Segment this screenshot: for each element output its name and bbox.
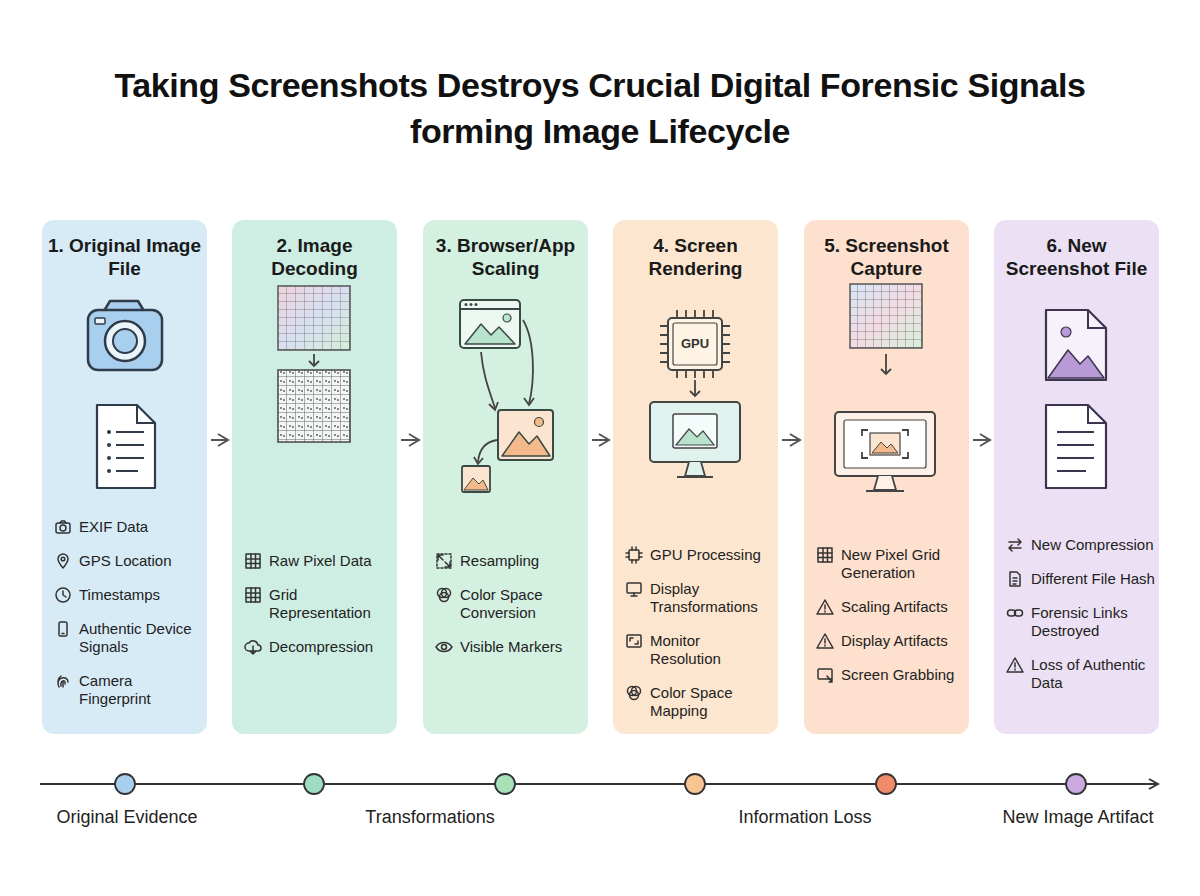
item-text: Color Space Conversion <box>460 586 584 622</box>
list-item: Camera Fingerprint <box>54 672 203 708</box>
item-icon <box>625 684 643 702</box>
timeline-label: Information Loss <box>738 806 871 828</box>
list-item: Grid Representation <box>244 586 393 622</box>
flow-arrow <box>782 439 800 441</box>
item-text: Loss of Authentic Data <box>1031 656 1155 692</box>
item-icon <box>54 586 72 604</box>
item-text: Raw Pixel Data <box>269 552 372 570</box>
stage-heading: 1. Original Image File <box>46 234 203 280</box>
timeline-label: New Image Artifact <box>1002 806 1153 828</box>
list-item: Forensic Links Destroyed <box>1006 604 1155 640</box>
item-icon <box>1006 570 1024 588</box>
list-item: Display Transformations <box>625 580 774 616</box>
item-text: Grid Representation <box>269 586 393 622</box>
list-item: Color Space Mapping <box>625 684 774 720</box>
item-text: Screen Grabbing <box>841 666 954 684</box>
stage-box: 3. Browser/App ScalingResamplingColor Sp… <box>423 220 588 734</box>
item-text: GPS Location <box>79 552 172 570</box>
item-text: EXIF Data <box>79 518 148 536</box>
item-icon <box>625 580 643 598</box>
flow-arrow <box>401 439 419 441</box>
chip-label: GPU <box>668 318 722 370</box>
item-icon <box>244 638 262 656</box>
item-text: Display Artifacts <box>841 632 948 650</box>
list-item: EXIF Data <box>54 518 203 536</box>
stage-box: 5. Screenshot CaptureNew Pixel Grid Gene… <box>804 220 969 734</box>
item-icon <box>1006 656 1024 674</box>
item-icon <box>435 586 453 604</box>
stage-heading: 6. New Screenshot File <box>998 234 1155 280</box>
stage-box: 6. New Screenshot FileNew CompressionDif… <box>994 220 1159 734</box>
item-icon <box>54 672 72 690</box>
list-item: Monitor Resolution <box>625 632 774 668</box>
item-text: Timestamps <box>79 586 160 604</box>
list-item: Display Artifacts <box>816 632 965 650</box>
item-text: Camera Fingerprint <box>79 672 203 708</box>
item-icon <box>54 620 72 638</box>
item-text: Different File Hash <box>1031 570 1155 588</box>
list-item: Authentic Device Signals <box>54 620 203 656</box>
item-icon <box>435 638 453 656</box>
timeline-label: Original Evidence <box>56 806 197 828</box>
item-text: New Pixel Grid Generation <box>841 546 965 582</box>
list-item: GPU Processing <box>625 546 774 564</box>
item-text: Monitor Resolution <box>650 632 774 668</box>
list-item: Color Space Conversion <box>435 586 584 622</box>
item-icon <box>244 586 262 604</box>
item-text: Color Space Mapping <box>650 684 774 720</box>
stage-box: 1. Original Image FileEXIF DataGPS Locat… <box>42 220 207 734</box>
item-text: Display Transformations <box>650 580 774 616</box>
list-item: Loss of Authentic Data <box>1006 656 1155 692</box>
item-icon <box>54 518 72 536</box>
item-icon <box>435 552 453 570</box>
list-item: Timestamps <box>54 586 203 604</box>
list-item: Resampling <box>435 552 584 570</box>
list-item: GPS Location <box>54 552 203 570</box>
list-item: Screen Grabbing <box>816 666 965 684</box>
camera-document-icon <box>42 280 207 520</box>
stage-box: 2. Image DecodingRaw Pixel DataGrid Repr… <box>232 220 397 734</box>
item-text: Forensic Links Destroyed <box>1031 604 1155 640</box>
item-icon <box>625 632 643 650</box>
item-text: Authentic Device Signals <box>79 620 203 656</box>
new-file-icon <box>994 280 1159 520</box>
stage-heading: 4. Screen Rendering <box>617 234 774 280</box>
list-item: Different File Hash <box>1006 570 1155 588</box>
pixel-grid-icon <box>232 280 397 520</box>
flow-arrow <box>973 439 990 441</box>
list-item: Raw Pixel Data <box>244 552 393 570</box>
item-icon <box>625 546 643 564</box>
item-icon <box>816 546 834 564</box>
list-item: Decompression <box>244 638 393 656</box>
item-icon <box>816 632 834 650</box>
item-icon <box>54 552 72 570</box>
screen-capture-icon <box>804 280 969 520</box>
item-icon <box>244 552 262 570</box>
stage-heading: 5. Screenshot Capture <box>808 234 965 280</box>
stage-box: 4. Screen RenderingGPU ProcessingDisplay… <box>613 220 778 734</box>
scaling-icon <box>423 280 588 520</box>
flow-arrow <box>592 439 609 441</box>
stage-heading: 2. Image Decoding <box>236 234 393 280</box>
list-item: Visible Markers <box>435 638 584 656</box>
item-text: Scaling Artifacts <box>841 598 948 616</box>
item-icon <box>816 598 834 616</box>
item-icon <box>1006 536 1024 554</box>
item-text: Visible Markers <box>460 638 562 656</box>
list-item: New Pixel Grid Generation <box>816 546 965 582</box>
item-text: Resampling <box>460 552 539 570</box>
flow-arrow <box>211 439 228 441</box>
item-text: Decompression <box>269 638 373 656</box>
item-text: New Compression <box>1031 536 1154 554</box>
stage-heading: 3. Browser/App Scaling <box>427 234 584 280</box>
list-item: Scaling Artifacts <box>816 598 965 616</box>
item-icon <box>1006 604 1024 622</box>
item-icon <box>816 666 834 684</box>
list-item: New Compression <box>1006 536 1155 554</box>
item-text: GPU Processing <box>650 546 761 564</box>
gpu-monitor-icon <box>613 280 778 520</box>
diagram-title: Taking Screenshots Destroys Crucial Digi… <box>60 62 1140 154</box>
timeline-label: Transformations <box>365 806 494 828</box>
